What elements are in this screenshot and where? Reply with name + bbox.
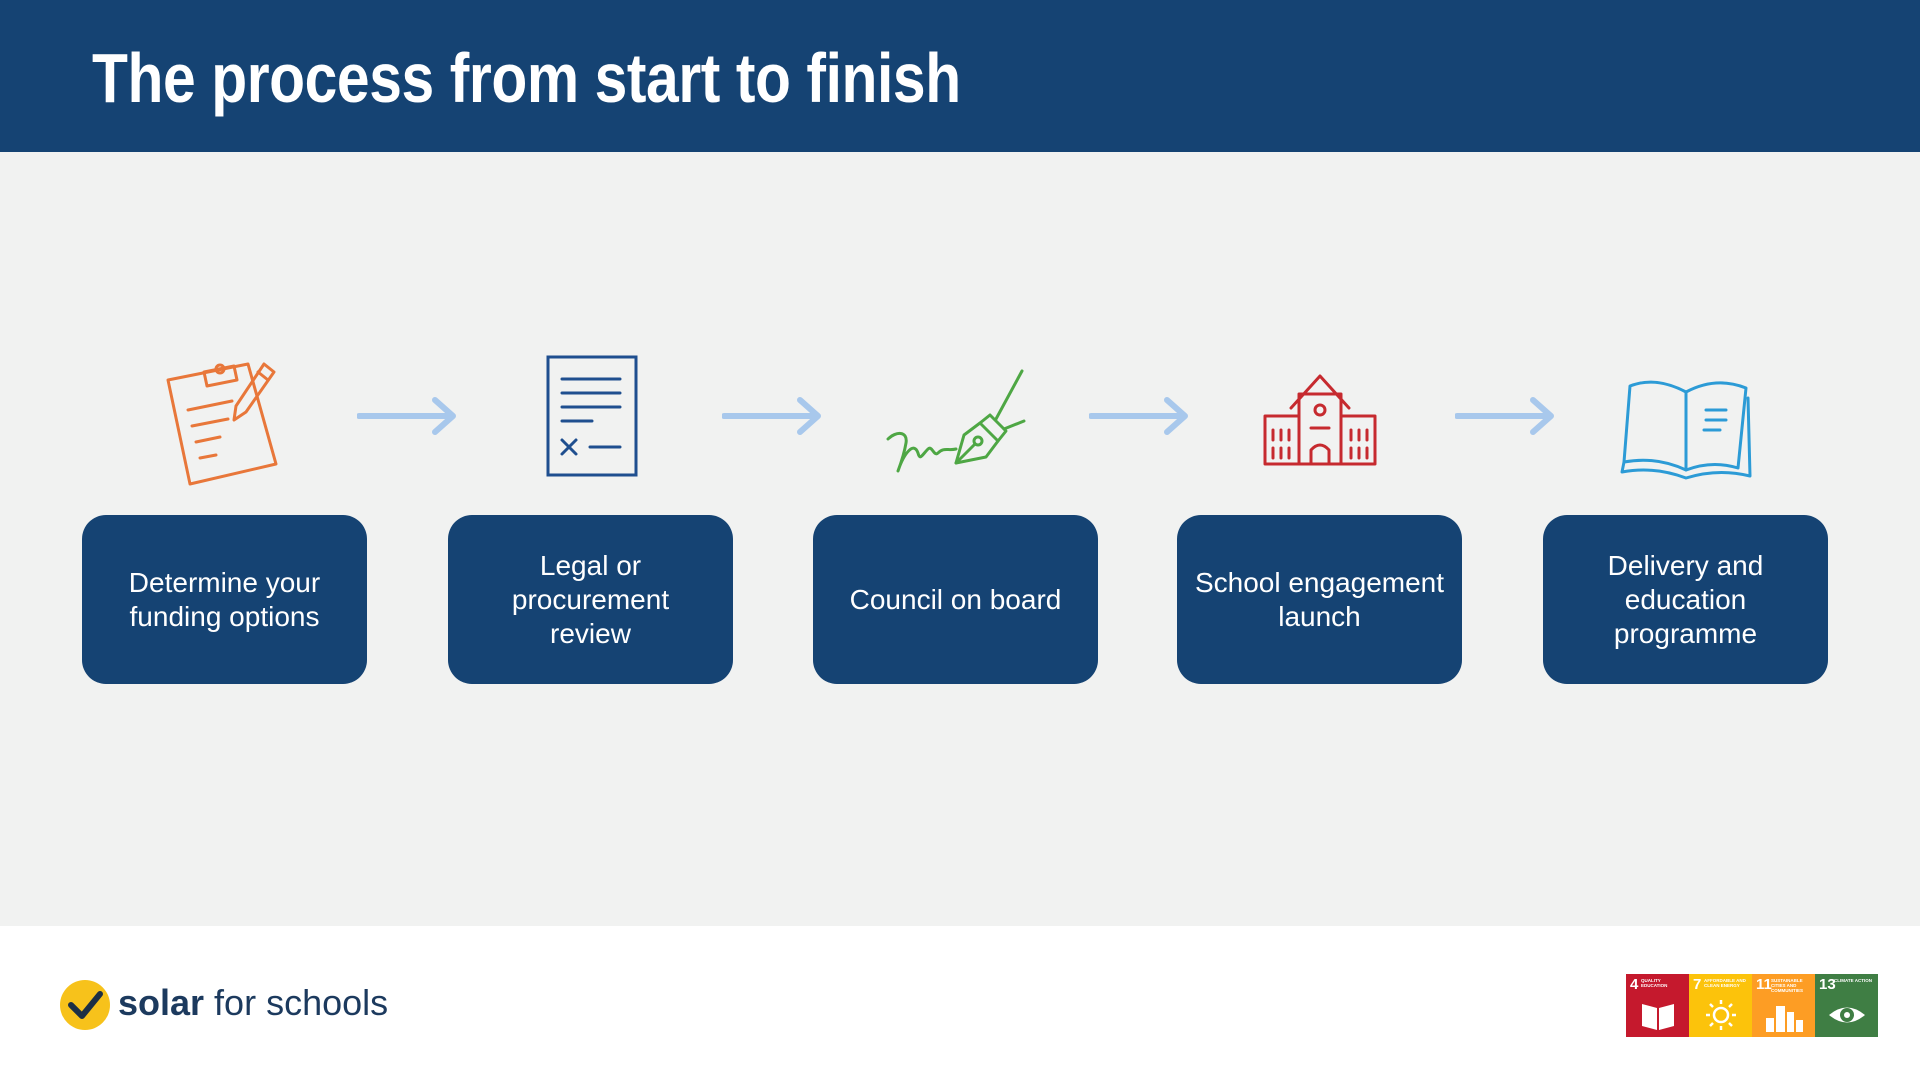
title-bar: The process from start to finish xyxy=(0,0,1920,152)
city-icon xyxy=(1766,1006,1803,1032)
sdg-text: Climate action xyxy=(1834,978,1872,983)
sdg-text: Quality education xyxy=(1641,978,1668,988)
open-book-icon xyxy=(1620,380,1752,480)
sdg-number: 11 xyxy=(1756,976,1772,993)
arrow-right-icon xyxy=(1088,397,1188,435)
arrow-1 xyxy=(356,396,457,436)
fountain-pen-signature-icon xyxy=(886,369,1026,473)
brand-name-bold: solar xyxy=(118,982,205,1023)
step-box-legal: Legal or procurement review xyxy=(448,515,733,684)
step-label: School engagement launch xyxy=(1194,566,1445,632)
arrow-4 xyxy=(1454,396,1555,436)
step-box-funding: Determine your funding options xyxy=(82,515,367,684)
sun-icon xyxy=(1706,1000,1736,1030)
checkmark-logo-icon xyxy=(60,980,110,1030)
sdg-tile-4: 4 Quality education xyxy=(1626,974,1689,1037)
book-icon xyxy=(1642,1004,1674,1030)
step-label: Council on board xyxy=(849,583,1062,615)
sdg-number: 13 xyxy=(1819,976,1836,993)
footer xyxy=(0,926,1920,1080)
sdg-tile-13: 13 Climate action xyxy=(1815,974,1878,1037)
sdg-tile-11: 11 Sustainable cities and communities xyxy=(1752,974,1815,1037)
arrow-right-icon xyxy=(721,397,821,435)
step-label: Delivery and education programme xyxy=(1607,549,1764,649)
sdg-text: Affordable and clean energy xyxy=(1704,978,1746,988)
sdg-number: 4 xyxy=(1630,976,1639,993)
arrow-right-icon xyxy=(1454,397,1554,435)
brand-name-rest: for schools xyxy=(204,982,389,1023)
brand-logo-text: solar for schools xyxy=(118,980,388,1026)
sdg-number: 7 xyxy=(1693,976,1702,993)
page-title: The process from start to finish xyxy=(92,39,961,117)
eye-icon xyxy=(1829,1007,1865,1023)
step-box-council: Council on board xyxy=(813,515,1098,684)
step-label: Legal or procurement review xyxy=(511,549,670,649)
sdg-tile-7: 7 Affordable and clean energy xyxy=(1689,974,1752,1037)
step-label: Determine your funding options xyxy=(128,566,321,632)
arrow-3 xyxy=(1088,396,1189,436)
arrow-2 xyxy=(721,396,822,436)
clipboard-pencil-icon xyxy=(166,362,278,486)
sdg-text: Sustainable cities and communities xyxy=(1771,978,1803,993)
arrow-right-icon xyxy=(356,397,456,435)
step-box-delivery: Delivery and education programme xyxy=(1543,515,1828,684)
document-icon xyxy=(546,355,638,477)
school-building-icon xyxy=(1263,374,1377,466)
step-box-school: School engagement launch xyxy=(1177,515,1462,684)
